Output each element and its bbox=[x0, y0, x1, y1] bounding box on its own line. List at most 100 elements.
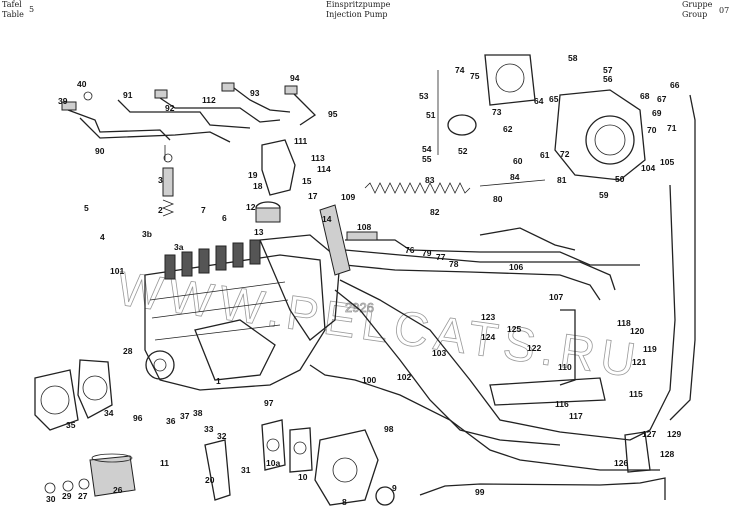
fitting-111 bbox=[221, 82, 235, 92]
callout-111: 111 bbox=[294, 136, 308, 146]
callout-94: 94 bbox=[290, 73, 300, 83]
washer-40 bbox=[83, 91, 93, 101]
callout-2: 2 bbox=[158, 205, 163, 215]
callout-114: 114 bbox=[317, 164, 331, 174]
callout-1: 1 bbox=[216, 376, 221, 386]
callout-80: 80 bbox=[493, 194, 503, 204]
callout-33: 33 bbox=[204, 424, 214, 434]
callout-112: 112 bbox=[202, 95, 216, 105]
callout-9: 9 bbox=[392, 483, 397, 493]
callout-27: 27 bbox=[78, 491, 88, 501]
callout-91: 91 bbox=[123, 90, 133, 100]
title-german: Einspritzpumpe bbox=[326, 0, 391, 9]
callout-105: 105 bbox=[660, 157, 674, 167]
callout-79: 79 bbox=[422, 248, 432, 258]
callout-26: 26 bbox=[113, 485, 123, 495]
brackets-110-115 bbox=[489, 309, 606, 406]
callout-113: 113 bbox=[311, 153, 325, 163]
injection-pump-body bbox=[144, 234, 341, 391]
callout-95: 95 bbox=[328, 109, 338, 119]
callout-97: 97 bbox=[264, 398, 274, 408]
callout-77: 77 bbox=[436, 252, 446, 262]
callout-3b: 3b bbox=[142, 229, 152, 239]
callout-119: 119 bbox=[643, 344, 657, 354]
callout-100: 100 bbox=[362, 375, 376, 385]
callout-36: 36 bbox=[166, 416, 176, 426]
callout-116: 116 bbox=[555, 399, 569, 409]
callout-58: 58 bbox=[568, 53, 578, 63]
callout-10: 10 bbox=[298, 472, 308, 482]
callout-122: 122 bbox=[527, 343, 541, 353]
callout-35: 35 bbox=[66, 420, 76, 430]
callout-110: 110 bbox=[558, 362, 572, 372]
supply-pump bbox=[314, 429, 395, 506]
callout-78: 78 bbox=[449, 259, 459, 269]
throttle-housing bbox=[554, 89, 646, 181]
callout-39: 39 bbox=[58, 96, 68, 106]
callout-20: 20 bbox=[205, 475, 215, 485]
callout-8: 8 bbox=[342, 497, 347, 507]
callout-3: 3 bbox=[158, 175, 163, 185]
table-number: 5 bbox=[29, 5, 35, 14]
callout-107: 107 bbox=[549, 292, 563, 302]
callout-82: 82 bbox=[430, 207, 440, 217]
callout-124: 124 bbox=[481, 332, 495, 342]
callout-4: 4 bbox=[100, 232, 105, 242]
callout-11: 11 bbox=[160, 458, 169, 468]
callout-128: 128 bbox=[660, 449, 674, 459]
callout-106: 106 bbox=[509, 262, 523, 272]
flanges bbox=[261, 419, 313, 473]
callout-15: 15 bbox=[302, 176, 312, 186]
callout-127: 127 bbox=[642, 429, 656, 439]
hose-108 bbox=[346, 231, 378, 241]
callout-29: 29 bbox=[62, 491, 72, 501]
callout-75: 75 bbox=[470, 71, 480, 81]
spring-83 bbox=[364, 182, 471, 194]
callout-68: 68 bbox=[640, 91, 650, 101]
callout-62: 62 bbox=[503, 124, 513, 134]
callout-76: 76 bbox=[405, 245, 415, 255]
callout-10a: 10a bbox=[266, 458, 280, 468]
housing-15 bbox=[261, 139, 296, 196]
callout-83: 83 bbox=[425, 175, 435, 185]
callout-98: 98 bbox=[384, 424, 394, 434]
callout-57: 57 bbox=[603, 65, 613, 75]
callout-61: 61 bbox=[540, 150, 550, 160]
callout-108: 108 bbox=[357, 222, 371, 232]
callout-118: 118 bbox=[617, 318, 631, 328]
line-105 bbox=[669, 94, 696, 421]
cap-12 bbox=[255, 201, 281, 223]
callout-7: 7 bbox=[201, 205, 206, 215]
gaskets bbox=[34, 359, 113, 431]
callout-121: 121 bbox=[632, 357, 646, 367]
callout-37: 37 bbox=[180, 411, 190, 421]
rod-84 bbox=[479, 179, 546, 187]
gruppe-label: Gruppe bbox=[682, 0, 713, 9]
fuel-lines bbox=[344, 227, 640, 301]
callout-60: 60 bbox=[513, 156, 523, 166]
tafel-label: Tafel bbox=[2, 0, 22, 9]
callout-55: 55 bbox=[422, 154, 432, 164]
callout-71: 71 bbox=[667, 123, 677, 133]
callout-104: 104 bbox=[641, 163, 655, 173]
delivery-valve-stack bbox=[161, 153, 175, 217]
callout-70: 70 bbox=[647, 125, 657, 135]
callout-125: 125 bbox=[507, 324, 521, 334]
callout-99: 99 bbox=[475, 487, 485, 497]
callout-74: 74 bbox=[455, 65, 465, 75]
callout-30: 30 bbox=[46, 494, 56, 504]
filter-14 bbox=[319, 204, 351, 276]
fitting-94 bbox=[284, 85, 298, 95]
callout-67: 67 bbox=[657, 94, 667, 104]
callout-17: 17 bbox=[308, 191, 318, 201]
callout-50: 50 bbox=[615, 174, 625, 184]
callout-96: 96 bbox=[133, 413, 143, 423]
callout-65: 65 bbox=[549, 94, 559, 104]
callout-129: 129 bbox=[667, 429, 681, 439]
callout-13: 13 bbox=[254, 227, 264, 237]
bracket-126 bbox=[624, 431, 651, 473]
callout-31: 31 bbox=[241, 465, 251, 475]
callout-69: 69 bbox=[652, 108, 662, 118]
callout-34: 34 bbox=[104, 408, 114, 418]
